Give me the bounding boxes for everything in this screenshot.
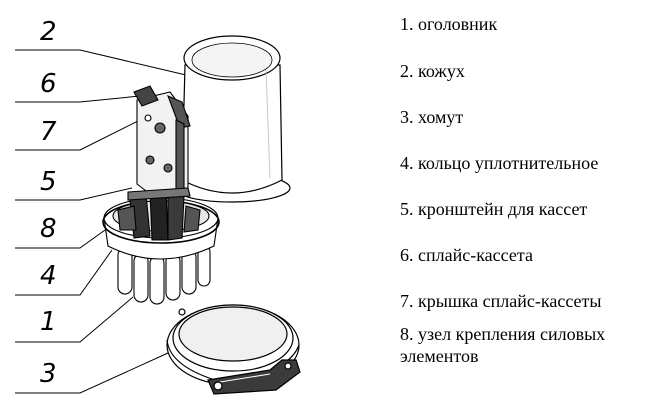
legend-item-8: 8. узел крепления силовых элементов	[400, 324, 606, 366]
legend-item-3: 3. хомут	[400, 107, 464, 127]
legend-item-2: 2. кожух	[400, 61, 465, 81]
callout-3: 3	[40, 359, 57, 389]
clamp-ring	[166, 304, 301, 395]
leader-line-4	[15, 249, 113, 296]
leader-line-6	[15, 95, 141, 103]
splice-cassette	[133, 85, 191, 201]
callout-2: 2	[40, 17, 57, 47]
legend-item-6: 6. сплайс-кассета	[400, 245, 533, 265]
legend-item-1: 1. оголовник	[400, 14, 498, 34]
callout-5: 5	[40, 167, 57, 197]
legend-item-5: 5. кронштейн для кассет	[400, 199, 588, 219]
leader-line-8	[15, 224, 113, 249]
callout-7: 7	[40, 117, 57, 147]
callout-4: 4	[40, 261, 57, 291]
leader-line-1	[15, 296, 134, 343]
leader-line-5	[15, 187, 133, 201]
legend-item-4: 4. кольцо уплотнительное	[400, 153, 599, 173]
leader-line-3	[15, 352, 169, 394]
leader-line-7	[15, 119, 141, 151]
dome-cover	[173, 35, 291, 203]
assembly-drawing: 2 6 7 5 8 4 1 3	[15, 17, 301, 395]
callout-8: 8	[40, 214, 57, 244]
callout-6: 6	[40, 69, 57, 99]
leader-line-2	[15, 49, 187, 76]
callout-1: 1	[40, 307, 57, 337]
head-base	[102, 187, 220, 305]
legend-item-7: 7. крышка сплайс-кассеты	[400, 291, 602, 311]
leader-lines	[15, 49, 187, 394]
